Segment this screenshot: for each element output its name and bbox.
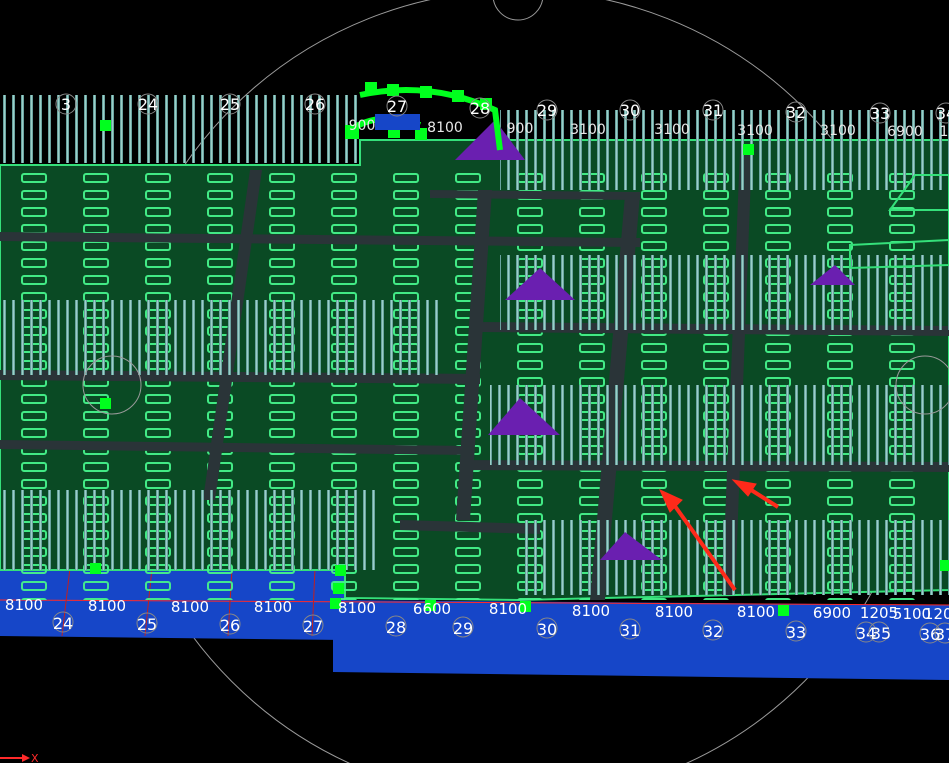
top-dimension-labels: 900 8100 900 3100 3100 3100 3100 6900 1 — [349, 118, 949, 140]
top-axis-label: 30 — [620, 101, 640, 120]
orbit-handle-left[interactable] — [82, 355, 142, 415]
bottom-axis-label: 27 — [303, 617, 323, 636]
top-dim: 900 — [507, 121, 534, 137]
bottom-axis-label: 29 — [453, 619, 473, 638]
pit-elements[interactable] — [455, 120, 855, 560]
bottom-axis-label: 24 — [53, 614, 73, 633]
top-axis-label: 28 — [470, 99, 490, 118]
top-dim: 8100 — [427, 120, 463, 136]
bottom-dim: 8100 — [254, 598, 292, 616]
bottom-dim: 1205 — [924, 605, 949, 623]
top-axis-label: 33 — [870, 104, 890, 123]
top-axis-label: 24 — [138, 95, 158, 114]
bottom-dim: 8100 — [572, 602, 610, 620]
top-dim: 1 — [940, 124, 949, 140]
top-axis-label: 34 — [936, 104, 949, 123]
bottom-dim: 8100 — [88, 597, 126, 615]
top-dim: 3100 — [737, 123, 773, 139]
top-dim: 900 — [349, 118, 376, 134]
bottom-dim: 1205 — [860, 604, 898, 622]
top-axis-label: 27 — [387, 97, 407, 116]
bottom-dim: 8100 — [5, 596, 43, 614]
bottom-axis-label: 31 — [620, 621, 640, 640]
bottom-axis-label: 35 — [871, 624, 891, 643]
bottom-axis-labels: 24 25 26 27 28 29 30 31 32 33 34 35 36 3… — [52, 611, 949, 644]
top-dim: 3100 — [820, 123, 856, 139]
orbit-handle-top[interactable] — [493, 0, 543, 21]
top-axis-labels: 3 24 25 26 27 28 29 30 31 32 33 34 — [55, 93, 949, 124]
top-axis-label: 32 — [786, 103, 806, 122]
bottom-dim: 5100 — [893, 605, 931, 623]
bottom-dim: 8100 — [737, 603, 775, 621]
bottom-dim: 8100 — [171, 598, 209, 616]
top-axis-label: 26 — [305, 95, 325, 114]
top-axis-label: 25 — [220, 95, 240, 114]
top-axis-label: 31 — [703, 101, 723, 120]
bottom-dim: 8100 — [338, 599, 376, 617]
bottom-dim: 6900 — [813, 604, 851, 622]
bottom-axis-label: 32 — [703, 622, 723, 641]
top-axis-label: 29 — [537, 101, 557, 120]
raised-object[interactable] — [849, 174, 949, 270]
bottom-dim: 8100 — [655, 603, 693, 621]
bottom-dim: 8100 — [489, 600, 527, 618]
top-dim: 6900 — [887, 124, 923, 140]
selection-highlight — [375, 114, 420, 130]
rebar-rows — [0, 95, 949, 595]
bottom-dimension-labels: 8100 8100 8100 8100 8100 6600 8100 8100 … — [5, 596, 949, 623]
grip-points[interactable] — [90, 120, 949, 616]
ucs-axis-icon: X — [0, 752, 39, 763]
bottom-axis-label: 33 — [786, 623, 806, 642]
top-axis-label: 3 — [61, 95, 71, 114]
bottom-dim: 6600 — [413, 600, 451, 618]
annotation-arrows — [658, 479, 780, 592]
bottom-axis-label: 26 — [220, 616, 240, 635]
bottom-axis-label: 25 — [137, 615, 157, 634]
bottom-axis-label: 30 — [537, 620, 557, 639]
top-dim: 3100 — [570, 122, 606, 138]
orbit-handle-right[interactable] — [895, 355, 949, 415]
ucs-x-label: X — [31, 752, 39, 763]
bottom-axis-label: 37 — [935, 625, 949, 644]
top-dim: 3100 — [654, 122, 690, 138]
bottom-axis-label: 28 — [386, 618, 406, 637]
